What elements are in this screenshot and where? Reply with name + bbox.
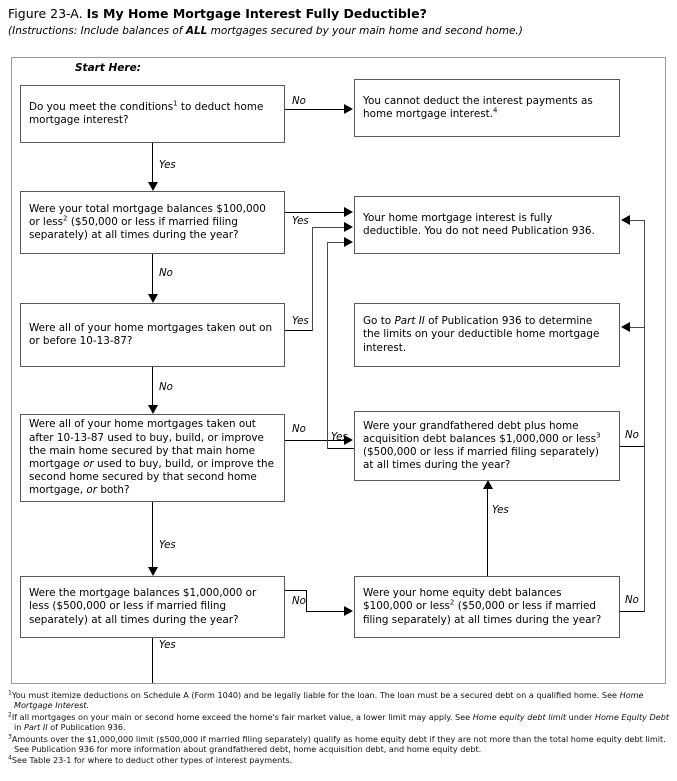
edge-q1-yes-line (152, 143, 153, 183)
node-cannot-deduct-text: You cannot deduct the interest payments … (363, 94, 593, 120)
node-q6-mortgage-balances[interactable]: Were the mortgage balances $1,000,000 or… (20, 576, 285, 638)
edge-label-q5-no: No (625, 430, 639, 441)
node-go-to-part-ii-text: Go to Part II of Publication 936 to dete… (363, 315, 600, 354)
edge-q2-yes-line (285, 212, 347, 213)
node-q3-text: Were all of your home mortgages taken ou… (29, 321, 273, 347)
edge-q5-yes-line-h1 (327, 448, 355, 449)
edge-q2-yes-arrow-icon (344, 207, 353, 217)
edge-q1-no-arrow-icon (344, 104, 353, 114)
edge-label-q3-no: No (159, 382, 173, 393)
edge-q5-no-line-h2 (630, 327, 645, 328)
edge-q5-no-arrow-icon (621, 322, 630, 332)
edge-label-q6-yes: Yes (159, 640, 176, 651)
node-go-to-part-ii[interactable]: Go to Part II of Publication 936 to dete… (354, 303, 620, 367)
footnotes: 1You must itemize deductions on Schedule… (8, 690, 672, 767)
node-q4-buy-build-improve[interactable]: Were all of your home mortgages taken ou… (20, 414, 285, 502)
node-cannot-deduct[interactable]: You cannot deduct the interest payments … (354, 79, 620, 137)
edge-q5-yes-arrow-icon (344, 237, 353, 247)
edge-q3-yes-line-h1 (285, 330, 313, 331)
edge-q1-no-line (285, 109, 347, 110)
edge-q7-no-line-h1 (620, 611, 645, 612)
edge-label-q5-yes: Yes (331, 432, 348, 443)
edge-q7-yes-line (487, 487, 488, 576)
node-q2-text: Were your total mortgage balances $100,0… (29, 202, 266, 242)
edge-q5-no-line-h1 (620, 446, 645, 447)
node-q1-conditions[interactable]: Do you meet the conditions1 to deduct ho… (20, 85, 285, 143)
node-fully-deductible-text: Your home mortgage interest is fully ded… (363, 211, 595, 237)
edge-q7-no-line-h2 (630, 220, 645, 221)
node-q6-text: Were the mortgage balances $1,000,000 or… (29, 587, 257, 626)
start-here-label: Start Here: (75, 62, 141, 74)
edge-label-q6-no: No (292, 596, 306, 607)
node-q5-grandfathered-debt[interactable]: Were your grandfathered debt plus home a… (354, 411, 620, 481)
instructions-emphasis: ALL (185, 25, 208, 37)
edge-q4-no-arrow-icon (344, 435, 353, 445)
node-q5-text: Were your grandfathered debt plus home a… (363, 419, 601, 472)
footnote-3: 3Amounts over the $1,000,000 limit ($500… (8, 732, 666, 755)
edge-q3-yes-line-v (312, 227, 313, 331)
instructions-line: (Instructions: Include balances of ALL m… (8, 24, 668, 38)
figure-number: Figure 23-A. (8, 6, 83, 21)
edge-q3-no-line (152, 367, 153, 406)
edge-label-q4-yes: Yes (159, 540, 176, 551)
instructions-suffix: mortgages secured by your main home and … (207, 25, 523, 37)
edge-q4-yes-arrow-icon (148, 567, 158, 576)
edge-q7-no-arrow-icon (621, 215, 630, 225)
edge-q6-yes-line (152, 638, 153, 683)
edge-label-q2-yes: Yes (292, 216, 309, 227)
edge-label-q3-yes: Yes (292, 316, 309, 327)
figure-title-text: Is My Home Mortgage Interest Fully Deduc… (86, 6, 427, 21)
edge-q4-no-line (285, 440, 347, 441)
node-q7-text: Were your home equity debt balances $100… (363, 587, 602, 626)
edge-q1-yes-arrow-icon (148, 182, 158, 191)
instructions-prefix: (Instructions: Include balances of (8, 25, 186, 37)
edge-q6-no-line-h1 (285, 590, 307, 591)
edge-q2-no-line (152, 254, 153, 295)
edge-q3-yes-line-h2 (312, 227, 347, 228)
footnote-2: 2If all mortgages on your main or second… (8, 711, 670, 733)
footnote-4: 4See Table 23-1 for where to deduct othe… (8, 754, 293, 766)
node-q1-text: Do you meet the conditions1 to deduct ho… (29, 99, 264, 126)
edge-q7-yes-arrow-icon (483, 480, 493, 489)
edge-q6-no-line-h2 (306, 611, 347, 612)
edge-q5-yes-line-h2 (327, 242, 347, 243)
node-q3-before-101387[interactable]: Were all of your home mortgages taken ou… (20, 303, 285, 367)
edge-q7-no-line-v (644, 220, 645, 612)
edge-label-q4-no: No (292, 424, 306, 435)
edge-q2-no-arrow-icon (148, 294, 158, 303)
footnote-1: 1You must itemize deductions on Schedule… (8, 689, 644, 711)
edge-q5-yes-line-v (327, 242, 328, 449)
edge-q6-no-arrow-icon (344, 606, 353, 616)
node-q7-home-equity-debt[interactable]: Were your home equity debt balances $100… (354, 576, 620, 638)
flowchart-frame (11, 57, 666, 684)
edge-q6-no-line-v (306, 590, 307, 612)
edge-label-q7-yes: Yes (492, 505, 509, 516)
edge-q4-yes-line (152, 502, 153, 568)
edge-label-q1-no: No (292, 96, 306, 107)
node-fully-deductible[interactable]: Your home mortgage interest is fully ded… (354, 196, 620, 254)
edge-label-q1-yes: Yes (159, 160, 176, 171)
edge-q3-yes-arrow-icon (344, 222, 353, 232)
page-title: Figure 23-A. Is My Home Mortgage Interes… (8, 6, 668, 22)
edge-label-q2-no: No (159, 268, 173, 279)
edge-q3-no-arrow-icon (148, 405, 158, 414)
node-q2-total-balances[interactable]: Were your total mortgage balances $100,0… (20, 191, 285, 254)
node-q4-text: Were all of your home mortgages taken ou… (29, 418, 274, 497)
edge-label-q7-no: No (625, 595, 639, 606)
